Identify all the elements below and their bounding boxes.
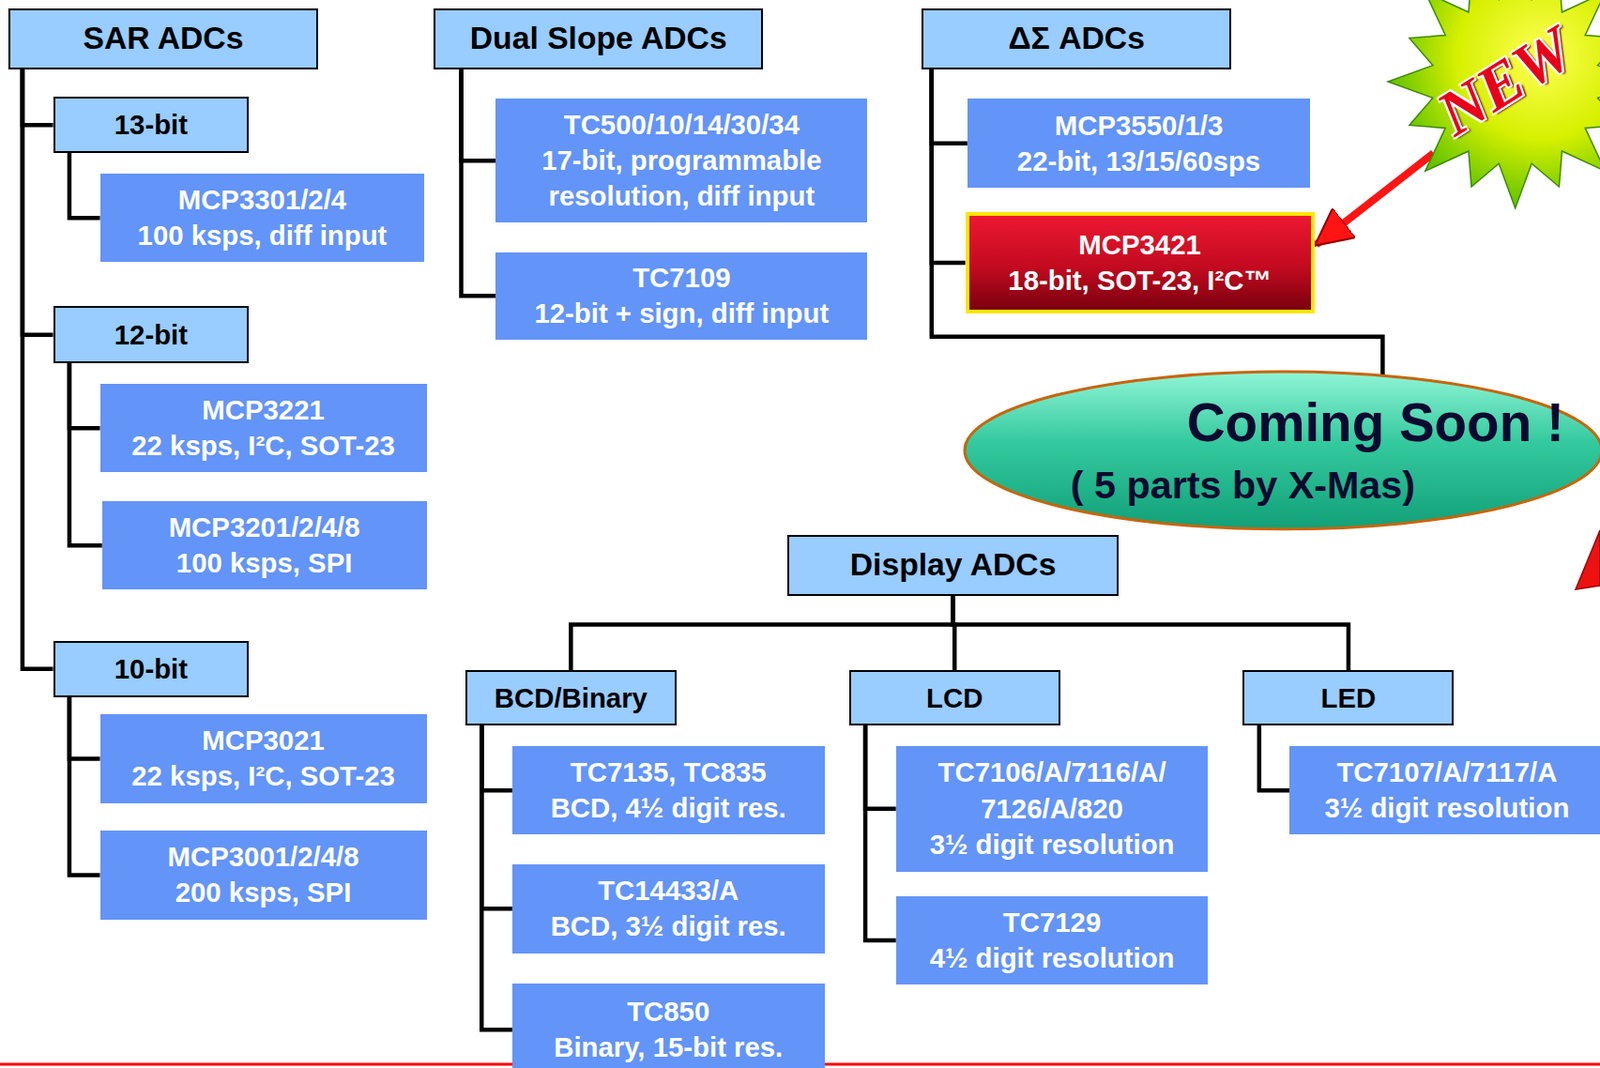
tree-connector bbox=[953, 595, 1349, 671]
product-box: MCP3550/1/322-bit, 13/15/60sps bbox=[967, 98, 1311, 188]
tree-connector bbox=[865, 725, 897, 941]
part-spec: 3½ digit resolution bbox=[929, 826, 1175, 863]
category-box: ΔΣ ADCs bbox=[921, 8, 1233, 70]
tree-connector bbox=[865, 725, 897, 809]
part-spec: 100 ksps, SPI bbox=[176, 545, 353, 581]
tree-connector bbox=[460, 69, 496, 296]
announcement-title: Coming Soon ! bbox=[1187, 392, 1565, 454]
tree-connector bbox=[481, 725, 513, 1030]
tree-connector bbox=[69, 152, 101, 218]
category-label: ΔΣ ADCs bbox=[1007, 17, 1145, 60]
product-box: MCP322122 ksps, I²C, SOT-23 bbox=[100, 383, 427, 473]
product-box: MCP302122 ksps, I²C, SOT-23 bbox=[100, 714, 427, 804]
part-spec: Binary, 15-bit res. bbox=[553, 1029, 783, 1066]
tree-connector bbox=[22, 69, 54, 336]
tree-connector bbox=[69, 697, 101, 876]
part-number: MCP3301/2/4 bbox=[178, 182, 347, 218]
starburst-outline bbox=[1387, 0, 1600, 209]
part-number: MCP3001/2/4/8 bbox=[167, 838, 360, 875]
subcategory-box: 10-bit bbox=[53, 640, 250, 698]
category-label: BCD/Binary bbox=[494, 680, 648, 717]
part-spec: 18-bit, SOT-23, I²C™ bbox=[1007, 262, 1271, 299]
part-spec: 17-bit, programmable resolution, diff in… bbox=[503, 142, 859, 214]
product-box: TC14433/ABCD, 3½ digit res. bbox=[512, 864, 825, 954]
product-box: MCP3301/2/4100 ksps, diff input bbox=[100, 173, 426, 263]
product-box: TC71294½ digit resolution bbox=[896, 896, 1209, 986]
tree-connector bbox=[570, 595, 953, 671]
starburst-badge: NEW bbox=[1387, 0, 1600, 204]
arrow-fragment bbox=[1575, 530, 1600, 590]
category-box: Dual Slope ADCs bbox=[433, 8, 763, 70]
subcategory-box: BCD/Binary bbox=[465, 670, 677, 726]
part-spec: BCD, 3½ digit res. bbox=[550, 908, 787, 945]
subcategory-box: 13-bit bbox=[53, 96, 250, 153]
part-number: TC7129 bbox=[1003, 904, 1101, 941]
product-box: MCP3001/2/4/8200 ksps, SPI bbox=[100, 830, 427, 920]
part-number: TC850 bbox=[626, 993, 710, 1030]
tree-connector bbox=[481, 725, 513, 909]
highlight-box: MCP342118-bit, SOT-23, I²C™ bbox=[965, 212, 1315, 314]
part-number: TC7107/A/7117/A bbox=[1336, 754, 1557, 791]
category-box: Display ADCs bbox=[787, 534, 1118, 596]
tree-connector bbox=[69, 697, 101, 760]
ellipse-outline bbox=[964, 371, 1600, 530]
subcategory-box: LCD bbox=[849, 670, 1061, 726]
part-spec: 22 ksps, I²C, SOT-23 bbox=[131, 427, 396, 464]
tree-connector bbox=[931, 69, 966, 263]
category-label: 13-bit bbox=[114, 106, 188, 143]
category-label: Display ADCs bbox=[850, 544, 1057, 586]
tree-connector bbox=[22, 69, 54, 670]
part-number: TC7135, TC835 bbox=[570, 754, 767, 791]
product-box: TC7107/A/7117/A3½ digit resolution bbox=[1289, 746, 1600, 836]
part-spec: 12-bit + sign, diff input bbox=[533, 295, 829, 332]
pointer-arrow bbox=[1316, 152, 1434, 245]
announcement-note: ( 5 parts by X-Mas) bbox=[1070, 463, 1416, 509]
subcategory-box: LED bbox=[1242, 670, 1454, 726]
product-box: TC710912-bit + sign, diff input bbox=[495, 252, 868, 341]
tree-connector bbox=[22, 69, 54, 125]
category-label: Dual Slope ADCs bbox=[470, 17, 728, 60]
tree-connector bbox=[931, 69, 968, 144]
part-number: MCP3021 bbox=[201, 722, 325, 759]
category-box: SAR ADCs bbox=[8, 8, 320, 70]
announcement-ellipse: Coming Soon ! ( 5 parts by X-Mas) bbox=[962, 369, 1600, 532]
part-number: TC7109 bbox=[632, 259, 731, 296]
part-spec: 4½ digit resolution bbox=[929, 940, 1175, 976]
product-box: TC500/10/14/30/3417-bit, programmable re… bbox=[495, 98, 868, 223]
part-spec: 22 ksps, I²C, SOT-23 bbox=[131, 758, 396, 794]
category-label: SAR ADCs bbox=[82, 17, 244, 60]
part-spec: 100 ksps, diff input bbox=[137, 217, 388, 254]
part-spec: BCD, 4½ digit res. bbox=[550, 790, 787, 826]
product-box: TC850Binary, 15-bit res. bbox=[512, 983, 825, 1068]
category-label: 12-bit bbox=[114, 317, 188, 353]
subcategory-box: 12-bit bbox=[53, 305, 250, 364]
part-number: MCP3201/2/4/8 bbox=[168, 509, 361, 546]
category-label: LED bbox=[1321, 680, 1377, 717]
tree-connector bbox=[1259, 725, 1291, 791]
product-box: TC7135, TC835BCD, 4½ digit res. bbox=[512, 746, 825, 836]
part-number: TC7106/A/7116/A/ 7126/A/820 bbox=[903, 754, 1200, 826]
category-label: 10-bit bbox=[114, 651, 188, 687]
part-spec: 22-bit, 13/15/60sps bbox=[1017, 143, 1261, 180]
category-label: LCD bbox=[926, 680, 983, 717]
part-number: MCP3550/1/3 bbox=[1054, 107, 1223, 144]
part-spec: 200 ksps, SPI bbox=[175, 874, 352, 911]
tree-connector bbox=[481, 725, 513, 791]
part-number: MCP3221 bbox=[201, 392, 325, 428]
tree-connector bbox=[460, 69, 496, 161]
tree-connector bbox=[69, 363, 101, 428]
product-box: MCP3201/2/4/8100 ksps, SPI bbox=[102, 501, 427, 591]
tree-connector bbox=[69, 363, 103, 546]
part-number: TC500/10/14/30/34 bbox=[563, 106, 800, 143]
product-box: TC7106/A/7116/A/ 7126/A/8203½ digit reso… bbox=[896, 746, 1209, 872]
part-number: MCP3421 bbox=[1078, 227, 1202, 263]
part-spec: 3½ digit resolution bbox=[1324, 790, 1570, 826]
part-number: TC14433/A bbox=[597, 872, 739, 909]
tree-connector bbox=[931, 69, 1384, 376]
